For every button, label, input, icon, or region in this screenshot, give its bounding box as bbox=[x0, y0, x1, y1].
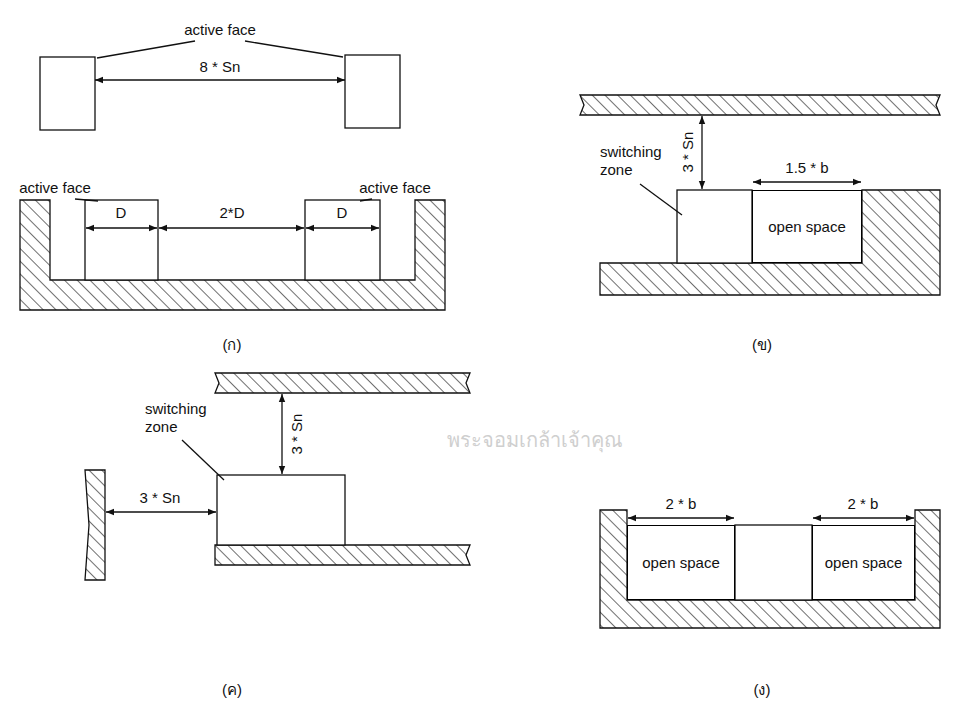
dimension-label: 3 * Sn bbox=[140, 489, 181, 507]
dimension-label: 2 * b bbox=[848, 495, 879, 513]
hatched-mount bbox=[600, 510, 940, 628]
dimension-label: D bbox=[337, 204, 348, 222]
dimension-label: D bbox=[116, 204, 127, 222]
sensor-body bbox=[305, 200, 380, 280]
dimension-label: 1.5 * b bbox=[785, 159, 828, 177]
subfigure-label: (ก) bbox=[223, 336, 242, 354]
active-face-label: active face bbox=[19, 179, 91, 197]
dimension-line bbox=[281, 394, 282, 474]
switching-zone-label: switching zone bbox=[145, 400, 215, 436]
open-space-box: open space bbox=[812, 525, 915, 600]
dimension-label: 3 * Sn bbox=[679, 132, 697, 173]
active-face-label: active face bbox=[359, 179, 431, 197]
area-label: open space bbox=[642, 554, 720, 571]
sensor-body bbox=[85, 200, 158, 280]
switching-zone-box bbox=[217, 475, 345, 545]
dimension-line bbox=[86, 227, 157, 228]
watermark: พระจอมเกล้าเจ้าคุณ bbox=[447, 428, 623, 452]
hatched-metal-plate bbox=[215, 373, 470, 393]
dimension-line bbox=[701, 116, 702, 189]
dimension-label: 2*D bbox=[219, 204, 244, 222]
hatched-metal-plate bbox=[580, 95, 940, 115]
hatched-mount bbox=[600, 190, 940, 295]
dimension-label: 8 * Sn bbox=[200, 58, 241, 76]
leader-line bbox=[245, 41, 343, 57]
dimension-line bbox=[753, 181, 861, 182]
dimension-label: 2 * b bbox=[666, 495, 697, 513]
sensor-body bbox=[735, 525, 812, 600]
hatched-metal-wall bbox=[85, 470, 105, 580]
dimension-line bbox=[628, 517, 734, 518]
switching-zone-label: switching zone bbox=[600, 143, 670, 179]
area-label: open space bbox=[768, 218, 846, 235]
leader-line bbox=[75, 199, 98, 201]
dimension-line bbox=[95, 79, 345, 80]
leader-line bbox=[360, 199, 372, 201]
switching-zone-box bbox=[677, 190, 752, 263]
subfigure-label: (ง) bbox=[754, 681, 771, 699]
dimension-line bbox=[106, 511, 216, 512]
dimension-label: 3 * Sn bbox=[288, 414, 306, 455]
dimension-line bbox=[159, 227, 304, 228]
active-face-label: active face bbox=[184, 21, 256, 39]
leader-line bbox=[97, 41, 195, 58]
leader-line bbox=[182, 440, 224, 480]
sensor-body bbox=[345, 55, 400, 128]
dimension-line bbox=[306, 227, 379, 228]
open-space-box: open space bbox=[752, 190, 862, 263]
leader-line bbox=[640, 184, 682, 215]
open-space-box: open space bbox=[627, 525, 735, 600]
area-label: open space bbox=[825, 554, 903, 571]
dimension-line bbox=[813, 517, 914, 518]
hatched-mount bbox=[20, 200, 445, 310]
hatched-mount bbox=[215, 545, 470, 565]
subfigure-label: (ค) bbox=[222, 681, 242, 699]
subfigure-label: (ข) bbox=[752, 336, 772, 354]
sensor-body bbox=[40, 57, 95, 130]
